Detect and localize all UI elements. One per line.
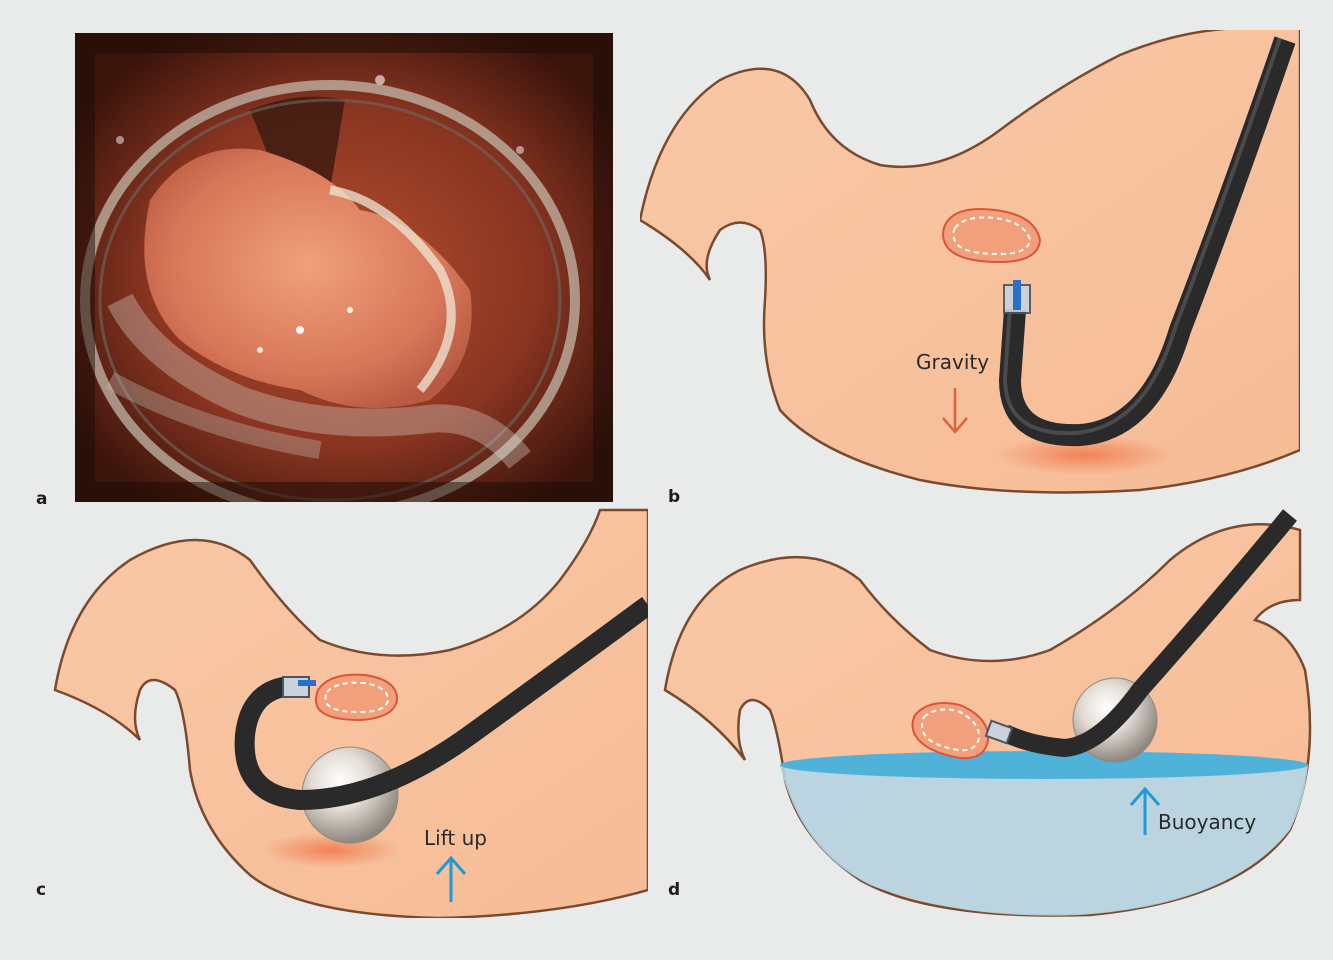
gravity-label: Gravity: [916, 350, 989, 374]
panel-letter-b: b: [668, 487, 680, 507]
water-surface-d: [780, 751, 1308, 779]
panel-a: a: [36, 33, 613, 515]
panel-letter-c: c: [36, 880, 46, 900]
panel-letter-a: a: [36, 489, 47, 509]
lift-up-label: Lift up: [424, 826, 487, 850]
panel-letter-d: d: [668, 880, 680, 900]
endoscopic-photo: [75, 33, 613, 515]
lesion-c: [316, 675, 397, 720]
buoyancy-label: Buoyancy: [1158, 810, 1256, 834]
